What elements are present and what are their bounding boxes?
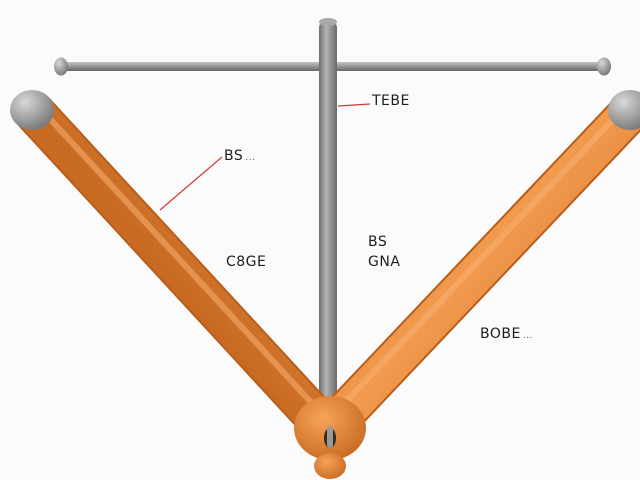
label-upper-left-text: BS — [224, 148, 244, 164]
label-upper-left-suffix: ... — [245, 153, 256, 163]
label-lower-right: BOBE... — [480, 326, 533, 342]
right-arm-cap — [608, 90, 640, 130]
label-center-line2: GNA — [368, 254, 401, 270]
label-upper-left: BS... — [224, 148, 255, 164]
left-arm-cap — [10, 90, 54, 130]
left-arm — [10, 90, 339, 441]
label-center: BS GNA — [368, 232, 400, 272]
label-lower-right-text: BOBE — [480, 326, 521, 342]
leader-line-upper-left — [159, 156, 223, 211]
vertical-post — [319, 18, 337, 400]
label-middle-left-text: C8GE — [226, 254, 267, 270]
label-top-right: TEBE — [372, 93, 410, 109]
hub-knob — [314, 453, 346, 479]
label-middle-left: C8GE — [226, 254, 266, 270]
label-top-right-text: TEBE — [372, 93, 410, 109]
label-lower-right-suffix: ... — [522, 331, 533, 341]
hub-joint — [294, 396, 366, 479]
right-arm — [317, 90, 640, 441]
label-center-line1: BS — [368, 234, 388, 250]
leader-line-top-right — [337, 103, 371, 107]
